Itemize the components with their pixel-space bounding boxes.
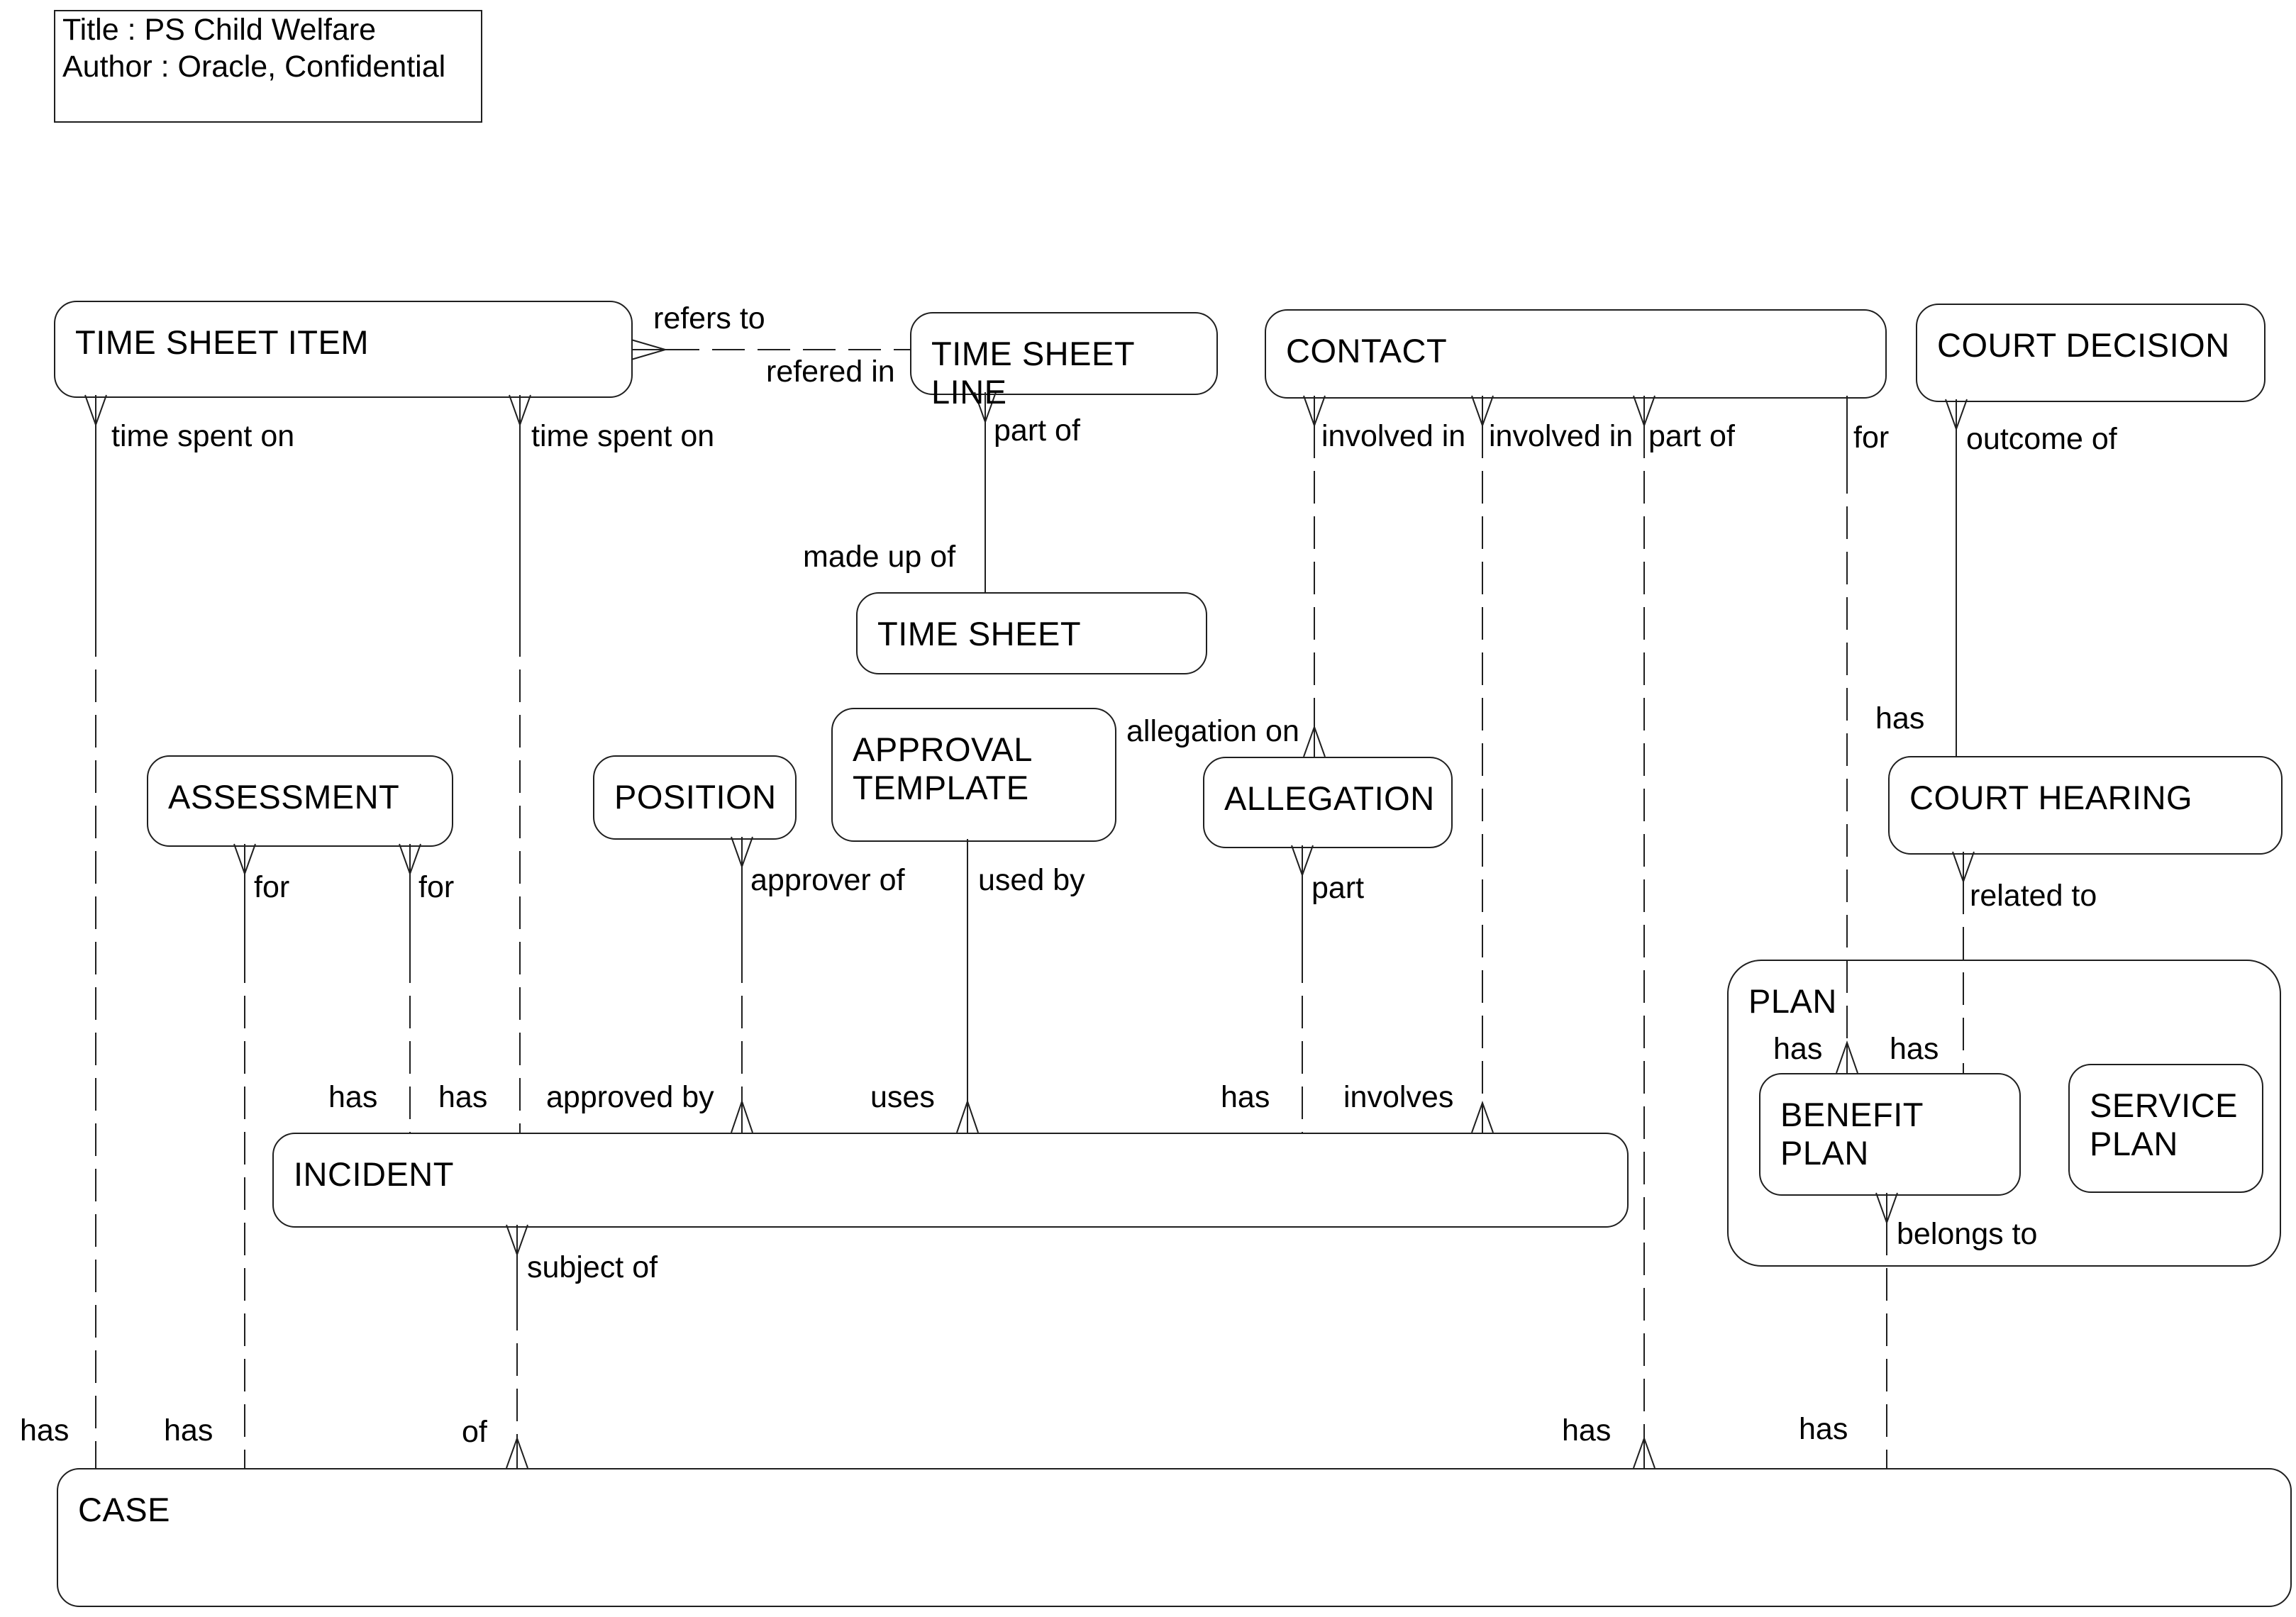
entity-approval-template-label: APPROVAL TEMPLATE	[853, 730, 1032, 806]
entity-contact-label: CONTACT	[1286, 332, 1448, 369]
entity-time-sheet-label: TIME SHEET	[877, 615, 1082, 652]
entity-service-plan: SERVICE PLAN	[2068, 1064, 2263, 1193]
entity-position: POSITION	[593, 755, 797, 840]
rel-label-related-to: related to	[1970, 879, 2097, 913]
wire-refers-to-crowsfoot-icon	[631, 339, 668, 360]
wire-position-incident-crowsfoot-icon	[731, 1099, 753, 1133]
rel-label-for-assessment-2: for	[418, 870, 455, 904]
entity-position-label: POSITION	[614, 778, 777, 816]
entity-assessment-label: ASSESSMENT	[168, 778, 400, 816]
rel-label-refered-in: refered in	[766, 355, 895, 389]
rel-label-for-contact: for	[1853, 421, 1890, 455]
entity-time-sheet: TIME SHEET	[856, 592, 1207, 674]
entity-court-decision: COURT DECISION	[1916, 304, 2266, 402]
rel-label-involves: involves	[1343, 1080, 1454, 1114]
wire-position-incident-crowsfoot-icon	[731, 836, 753, 869]
rel-label-made-up-of: made up of	[803, 540, 956, 574]
rel-label-outcome-of: outcome of	[1966, 422, 2117, 456]
wire-allegation-incident-crowsfoot-icon	[1291, 845, 1314, 877]
entity-case-label: CASE	[78, 1491, 170, 1528]
diagram-author: Author : Oracle, Confidential	[62, 50, 446, 84]
wire-template-incident-crowsfoot-icon	[956, 1099, 979, 1133]
entity-plan-label: PLAN	[1748, 982, 1837, 1020]
entity-time-sheet-item-label: TIME SHEET ITEM	[75, 323, 369, 361]
wire-contact-incident-crowsfoot-icon	[1471, 395, 1494, 428]
wire-tsi-case-crowsfoot-icon	[84, 394, 107, 427]
wire-contact-allegation-crowsfoot-icon	[1303, 395, 1326, 428]
wire-assessment-incident-crowsfoot-icon	[399, 843, 421, 876]
wire-courtdecision-courthearing-crowsfoot-icon	[1945, 399, 1968, 431]
rel-label-has-court-hearing: has	[1875, 701, 1925, 735]
entity-court-decision-label: COURT DECISION	[1937, 326, 2230, 364]
entity-allegation: ALLEGATION	[1203, 757, 1453, 848]
rel-label-has-incident-2: has	[438, 1080, 488, 1114]
rel-label-approver-of: approver of	[750, 863, 905, 897]
rel-label-allegation-on: allegation on	[1126, 714, 1299, 748]
wire-incident-case-crowsfoot-icon	[506, 1436, 528, 1469]
rel-label-involved-in-1: involved in	[1321, 419, 1466, 453]
rel-label-has-plan-2: has	[1890, 1032, 1939, 1066]
rel-label-has-case-2: has	[164, 1413, 213, 1447]
rel-label-has-case-3: has	[1562, 1413, 1612, 1447]
wire-contact-allegation-crowsfoot-icon	[1303, 725, 1326, 757]
entity-benefit-plan: BENEFIT PLAN	[1759, 1073, 2021, 1196]
rel-label-time-spent-on-1: time spent on	[111, 419, 295, 453]
rel-label-subject-of: subject of	[527, 1250, 658, 1284]
wire-courthearing-benefitplan-crowsfoot-icon	[1952, 851, 1975, 884]
entity-allegation-label: ALLEGATION	[1224, 779, 1435, 817]
rel-label-has-case-4: has	[1799, 1412, 1848, 1446]
rel-label-for-assessment-1: for	[254, 870, 290, 904]
wire-contact-case-crowsfoot-icon	[1633, 1436, 1656, 1469]
wire-contact-benefitplan-crowsfoot-icon	[1836, 1040, 1858, 1074]
rel-label-has-incident-3: has	[1221, 1080, 1270, 1114]
entity-contact: CONTACT	[1265, 309, 1887, 399]
wire-contact-case-crowsfoot-icon	[1633, 395, 1656, 428]
diagram-title: Title : PS Child Welfare	[62, 13, 377, 47]
wire-tsl-timesheet-crowsfoot-icon	[974, 391, 997, 424]
diagram-title-box: Title : PS Child Welfare Author : Oracle…	[54, 10, 482, 123]
rel-label-refers-to: refers to	[653, 301, 765, 335]
entity-time-sheet-line-label: TIME SHEET LINE	[931, 335, 1135, 411]
rel-label-has-plan-1: has	[1773, 1032, 1823, 1066]
rel-label-belongs-to: belongs to	[1897, 1217, 2038, 1251]
rel-label-has-case-1: has	[20, 1413, 70, 1447]
wire-incident-case-crowsfoot-icon	[506, 1224, 528, 1257]
entity-service-plan-label: SERVICE PLAN	[2090, 1087, 2238, 1162]
wire-tsi-incident-crowsfoot-icon	[509, 394, 531, 427]
rel-label-part-of-case: part of	[1648, 419, 1735, 453]
rel-label-of-case: of	[462, 1415, 487, 1449]
rel-label-used-by: used by	[978, 863, 1085, 897]
entity-court-hearing: COURT HEARING	[1888, 756, 2283, 855]
entity-plan: PLAN	[1727, 960, 2281, 1267]
rel-label-uses: uses	[870, 1080, 935, 1114]
rel-label-time-spent-on-2: time spent on	[531, 419, 715, 453]
rel-label-part: part	[1311, 871, 1365, 905]
entity-approval-template: APPROVAL TEMPLATE	[831, 708, 1116, 842]
wire-benefitplan-case-crowsfoot-icon	[1875, 1192, 1898, 1225]
entity-incident-label: INCIDENT	[294, 1155, 454, 1193]
entity-case: CASE	[57, 1468, 2292, 1607]
entity-court-hearing-label: COURT HEARING	[1909, 779, 2193, 816]
entity-time-sheet-line: TIME SHEET LINE	[910, 312, 1218, 411]
entity-benefit-plan-label: BENEFIT PLAN	[1780, 1096, 1924, 1172]
wire-contact-incident-crowsfoot-icon	[1471, 1101, 1494, 1133]
rel-label-has-incident-1: has	[328, 1080, 378, 1114]
rel-label-involved-in-2: involved in	[1489, 419, 1634, 453]
entity-incident: INCIDENT	[272, 1133, 1629, 1228]
entity-time-sheet-item: TIME SHEET ITEM	[54, 301, 633, 398]
wire-assessment-case-crowsfoot-icon	[233, 843, 256, 876]
rel-label-part-of-timesheet: part of	[994, 413, 1080, 448]
rel-label-approved-by: approved by	[546, 1080, 714, 1114]
entity-assessment: ASSESSMENT	[147, 755, 453, 847]
